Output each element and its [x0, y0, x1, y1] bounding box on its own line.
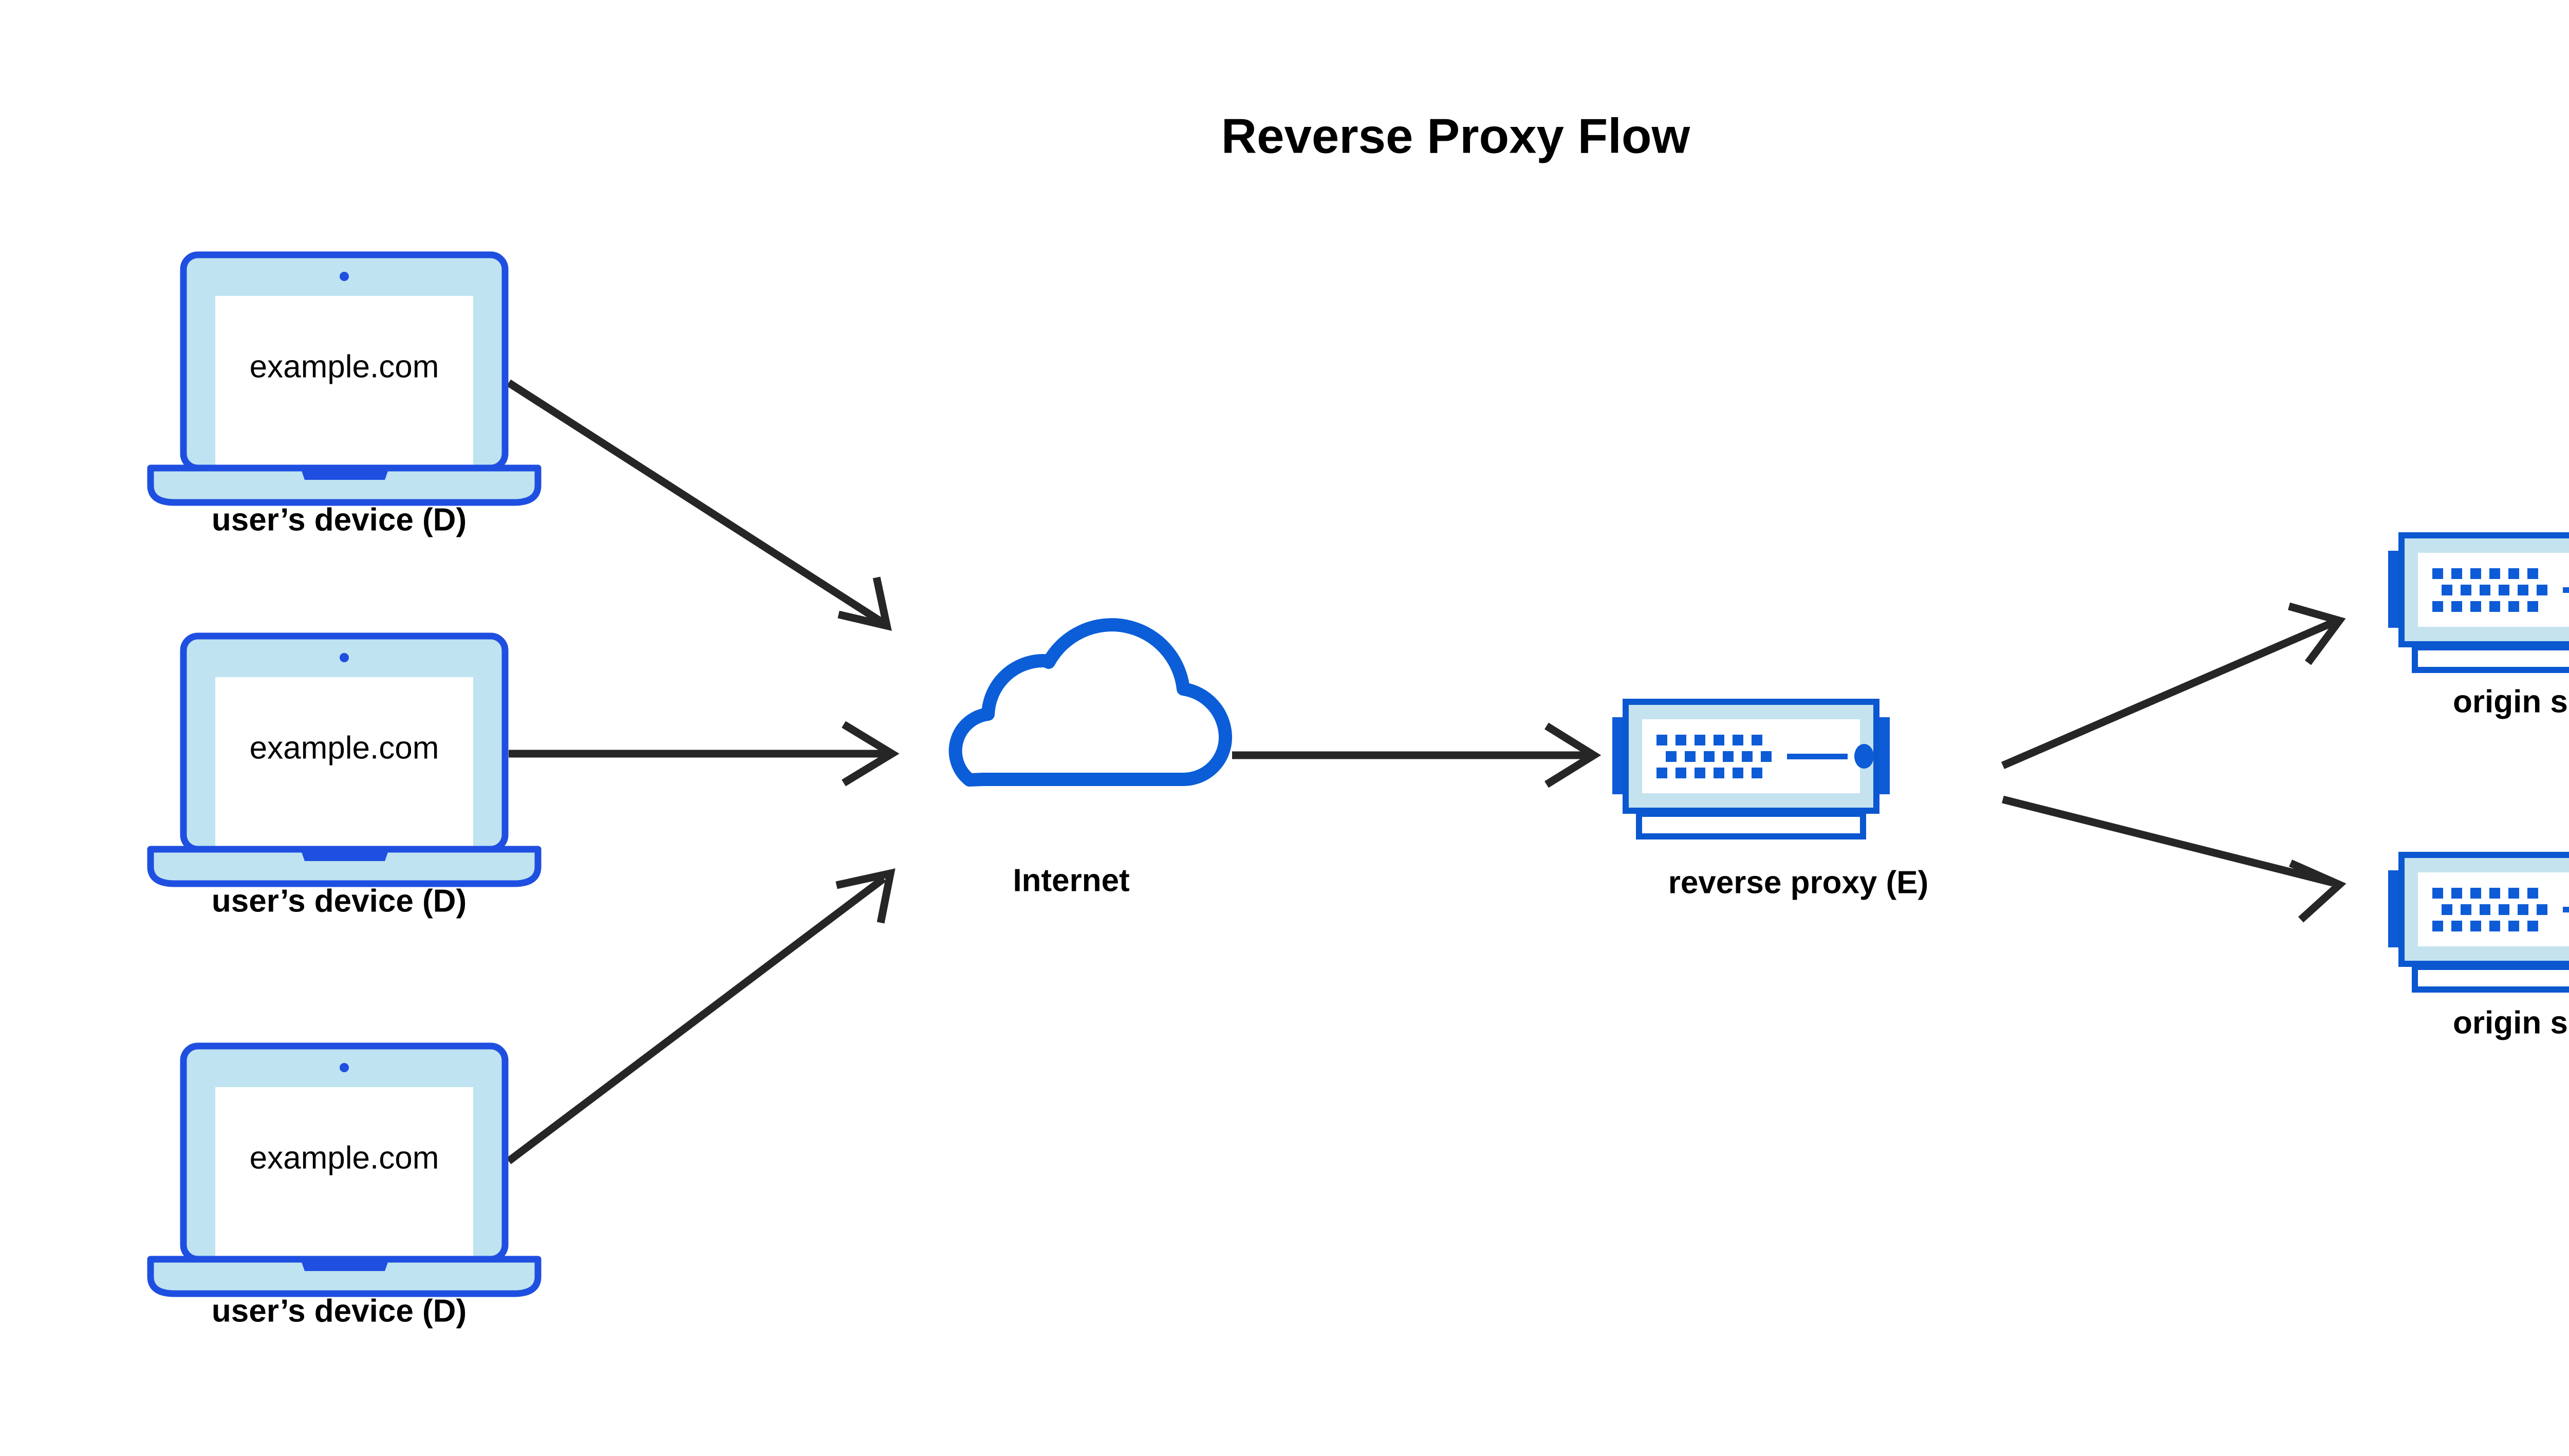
server-icon — [1612, 702, 1890, 836]
device-label: user’s device (D) — [212, 502, 467, 537]
origin-server-label: origin server (F) — [2453, 684, 2569, 719]
node-origin-bottom[interactable]: origin server (F) — [2388, 855, 2569, 1040]
node-origin-top[interactable]: origin server (F) — [2388, 535, 2569, 719]
edge-internet-to-reverse-proxy — [1232, 722, 1602, 788]
node-device-top[interactable]: example.com user’s device (D) — [151, 255, 538, 537]
edge-reverse-proxy-to-origin-top — [2001, 602, 2346, 769]
cloud-icon — [956, 625, 1225, 780]
cloud-label: Internet — [1013, 863, 1129, 898]
device-screen-text: example.com — [250, 1140, 439, 1175]
server-icon — [2388, 535, 2569, 670]
page-title: Reverse Proxy Flow — [1221, 108, 1690, 163]
edge-reverse-proxy-to-origin-bottom — [2002, 795, 2347, 923]
device-screen-text: example.com — [250, 730, 439, 766]
node-device-bottom[interactable]: example.com user’s device (D) — [151, 1046, 538, 1329]
device-label: user’s device (D) — [212, 1293, 467, 1329]
edge-group — [506, 379, 2347, 1164]
edge-device-bottom-to-internet — [506, 868, 896, 1164]
edge-device-top-to-internet — [506, 379, 892, 631]
server-icon — [2388, 855, 2569, 990]
origin-server-label: origin server (F) — [2453, 1005, 2569, 1040]
node-device-middle[interactable]: example.com user’s device (D) — [151, 636, 538, 919]
edge-device-middle-to-internet — [509, 721, 900, 787]
node-reverse-proxy[interactable]: reverse proxy (E) — [1612, 702, 1928, 900]
device-label: user’s device (D) — [212, 883, 467, 919]
device-screen-text: example.com — [250, 349, 439, 384]
reverse-proxy-label: reverse proxy (E) — [1668, 865, 1929, 900]
node-internet-cloud[interactable]: Internet — [956, 625, 1225, 898]
